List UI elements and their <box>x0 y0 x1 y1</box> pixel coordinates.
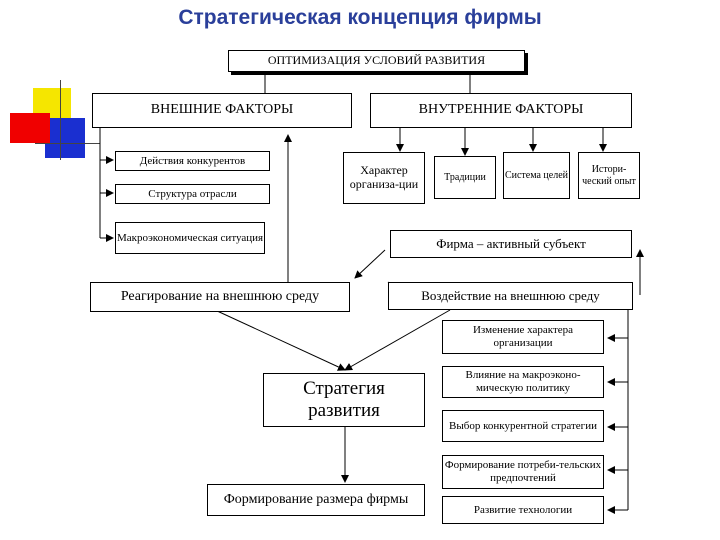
impact-item-org-change: Изменение характера организации <box>442 320 604 354</box>
external-item-macro: Макроэкономическая ситуация <box>115 222 265 254</box>
impact-item-macro-policy: Влияние на макроэконо-мическую политику <box>442 366 604 398</box>
impact-box: Воздействие на внешнюю среду <box>388 282 633 310</box>
reaction-box: Реагирование на внешнюю среду <box>90 282 350 312</box>
internal-item-experience: Истори-ческий опыт <box>578 152 640 199</box>
external-item-industry: Структура отрасли <box>115 184 270 204</box>
optimization-box: ОПТИМИЗАЦИЯ УСЛОВИЙ РАЗВИТИЯ <box>228 50 525 72</box>
firm-active-subject: Фирма – активный субъект <box>390 230 632 258</box>
internal-factors-header: ВНУТРЕННИЕ ФАКТОРЫ <box>370 93 632 128</box>
strategy-box: Стратегия развития <box>263 373 425 427</box>
internal-item-goals: Система целей <box>503 152 570 199</box>
impact-item-technology: Развитие технологии <box>442 496 604 524</box>
external-item-competitors: Действия конкурентов <box>115 151 270 171</box>
deco-red-square <box>10 113 50 143</box>
impact-item-consumer-preferences: Формирование потреби-тельских предпочтен… <box>442 455 604 489</box>
deco-blue-square <box>45 118 85 158</box>
deco-vertical-line <box>60 80 61 160</box>
deco-horizontal-line <box>35 143 100 144</box>
firm-size-box: Формирование размера фирмы <box>207 484 425 516</box>
internal-item-traditions: Традиции <box>434 156 496 199</box>
page-title: Стратегическая концепция фирмы <box>178 6 542 29</box>
internal-item-character: Характер организа-ции <box>343 152 425 204</box>
external-factors-header: ВНЕШНИЕ ФАКТОРЫ <box>92 93 352 128</box>
impact-item-competitive-strategy: Выбор конкурентной стратегии <box>442 410 604 442</box>
